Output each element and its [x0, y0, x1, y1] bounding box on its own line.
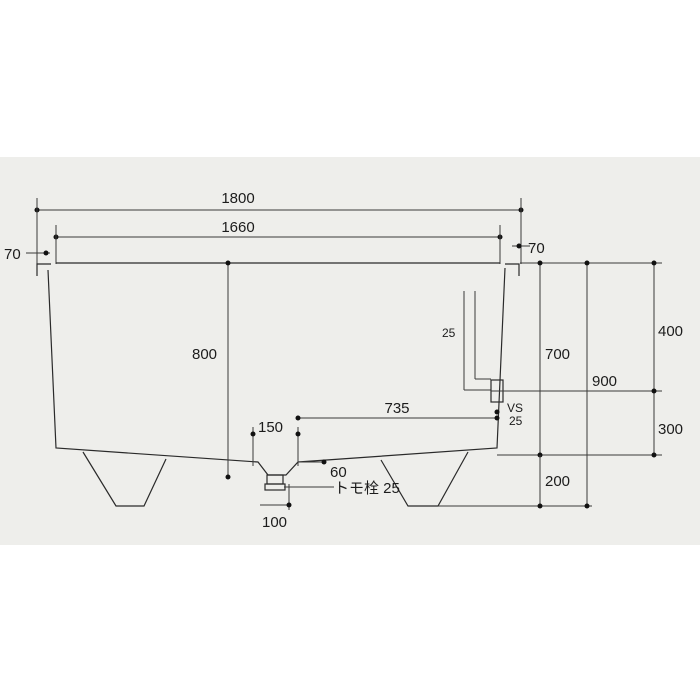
height-300-label: 300: [658, 421, 683, 438]
height-900-top-dot: [584, 260, 590, 266]
drain-pit-left-dot: [250, 431, 256, 437]
overflow-vs-label: VS: [507, 401, 523, 415]
drain-plug-label: トモ栓 25: [334, 480, 400, 497]
left-rim-label: 70: [4, 246, 21, 263]
height-400-label: 400: [658, 323, 683, 340]
height-400-mid-dot: [651, 388, 657, 394]
drain-distance-left-dot: [295, 415, 301, 421]
right-foot: [380, 451, 469, 507]
drawing-panel: [0, 157, 700, 545]
height-300-bottom-dot: [651, 452, 657, 458]
drain-distance-label: 735: [384, 400, 409, 417]
right-rim-marker-dot: [516, 243, 522, 249]
left-foot: [82, 451, 167, 507]
overall-width-label: 1800: [221, 190, 254, 207]
right-rim-flange: [505, 263, 520, 276]
height-900-label: 900: [592, 373, 617, 390]
height-400-top-dot: [651, 260, 657, 266]
drain-offset-dot: [286, 502, 292, 508]
overflow-pipe-label: 25: [442, 326, 456, 340]
height-900-bottom-dot: [584, 503, 590, 509]
drain-depth-dot: [321, 459, 327, 465]
drain-pit-width-label: 150: [258, 419, 283, 436]
inner-depth-label: 800: [192, 346, 217, 363]
drain-depth-label: 60: [330, 464, 347, 481]
base-200-label: 200: [545, 473, 570, 490]
overflow-fitting-dot: [494, 409, 500, 415]
left-rim-flange: [36, 263, 51, 276]
drain-offset-label: 100: [262, 514, 287, 531]
right-rim-label: 70: [528, 240, 545, 257]
drain-distance-right-dot: [494, 415, 500, 421]
inner-depth-top-dot: [225, 260, 231, 266]
left-rim-marker-dot: [43, 250, 49, 256]
drain-pit-right-dot: [295, 431, 301, 437]
base-200-dot: [537, 503, 543, 509]
height-700-label: 700: [545, 346, 570, 363]
inner-width-label: 1660: [221, 219, 254, 236]
height-700-top-dot: [537, 260, 543, 266]
overflow-size-label: 25: [509, 414, 523, 428]
inner-depth-bottom-dot: [225, 474, 231, 480]
